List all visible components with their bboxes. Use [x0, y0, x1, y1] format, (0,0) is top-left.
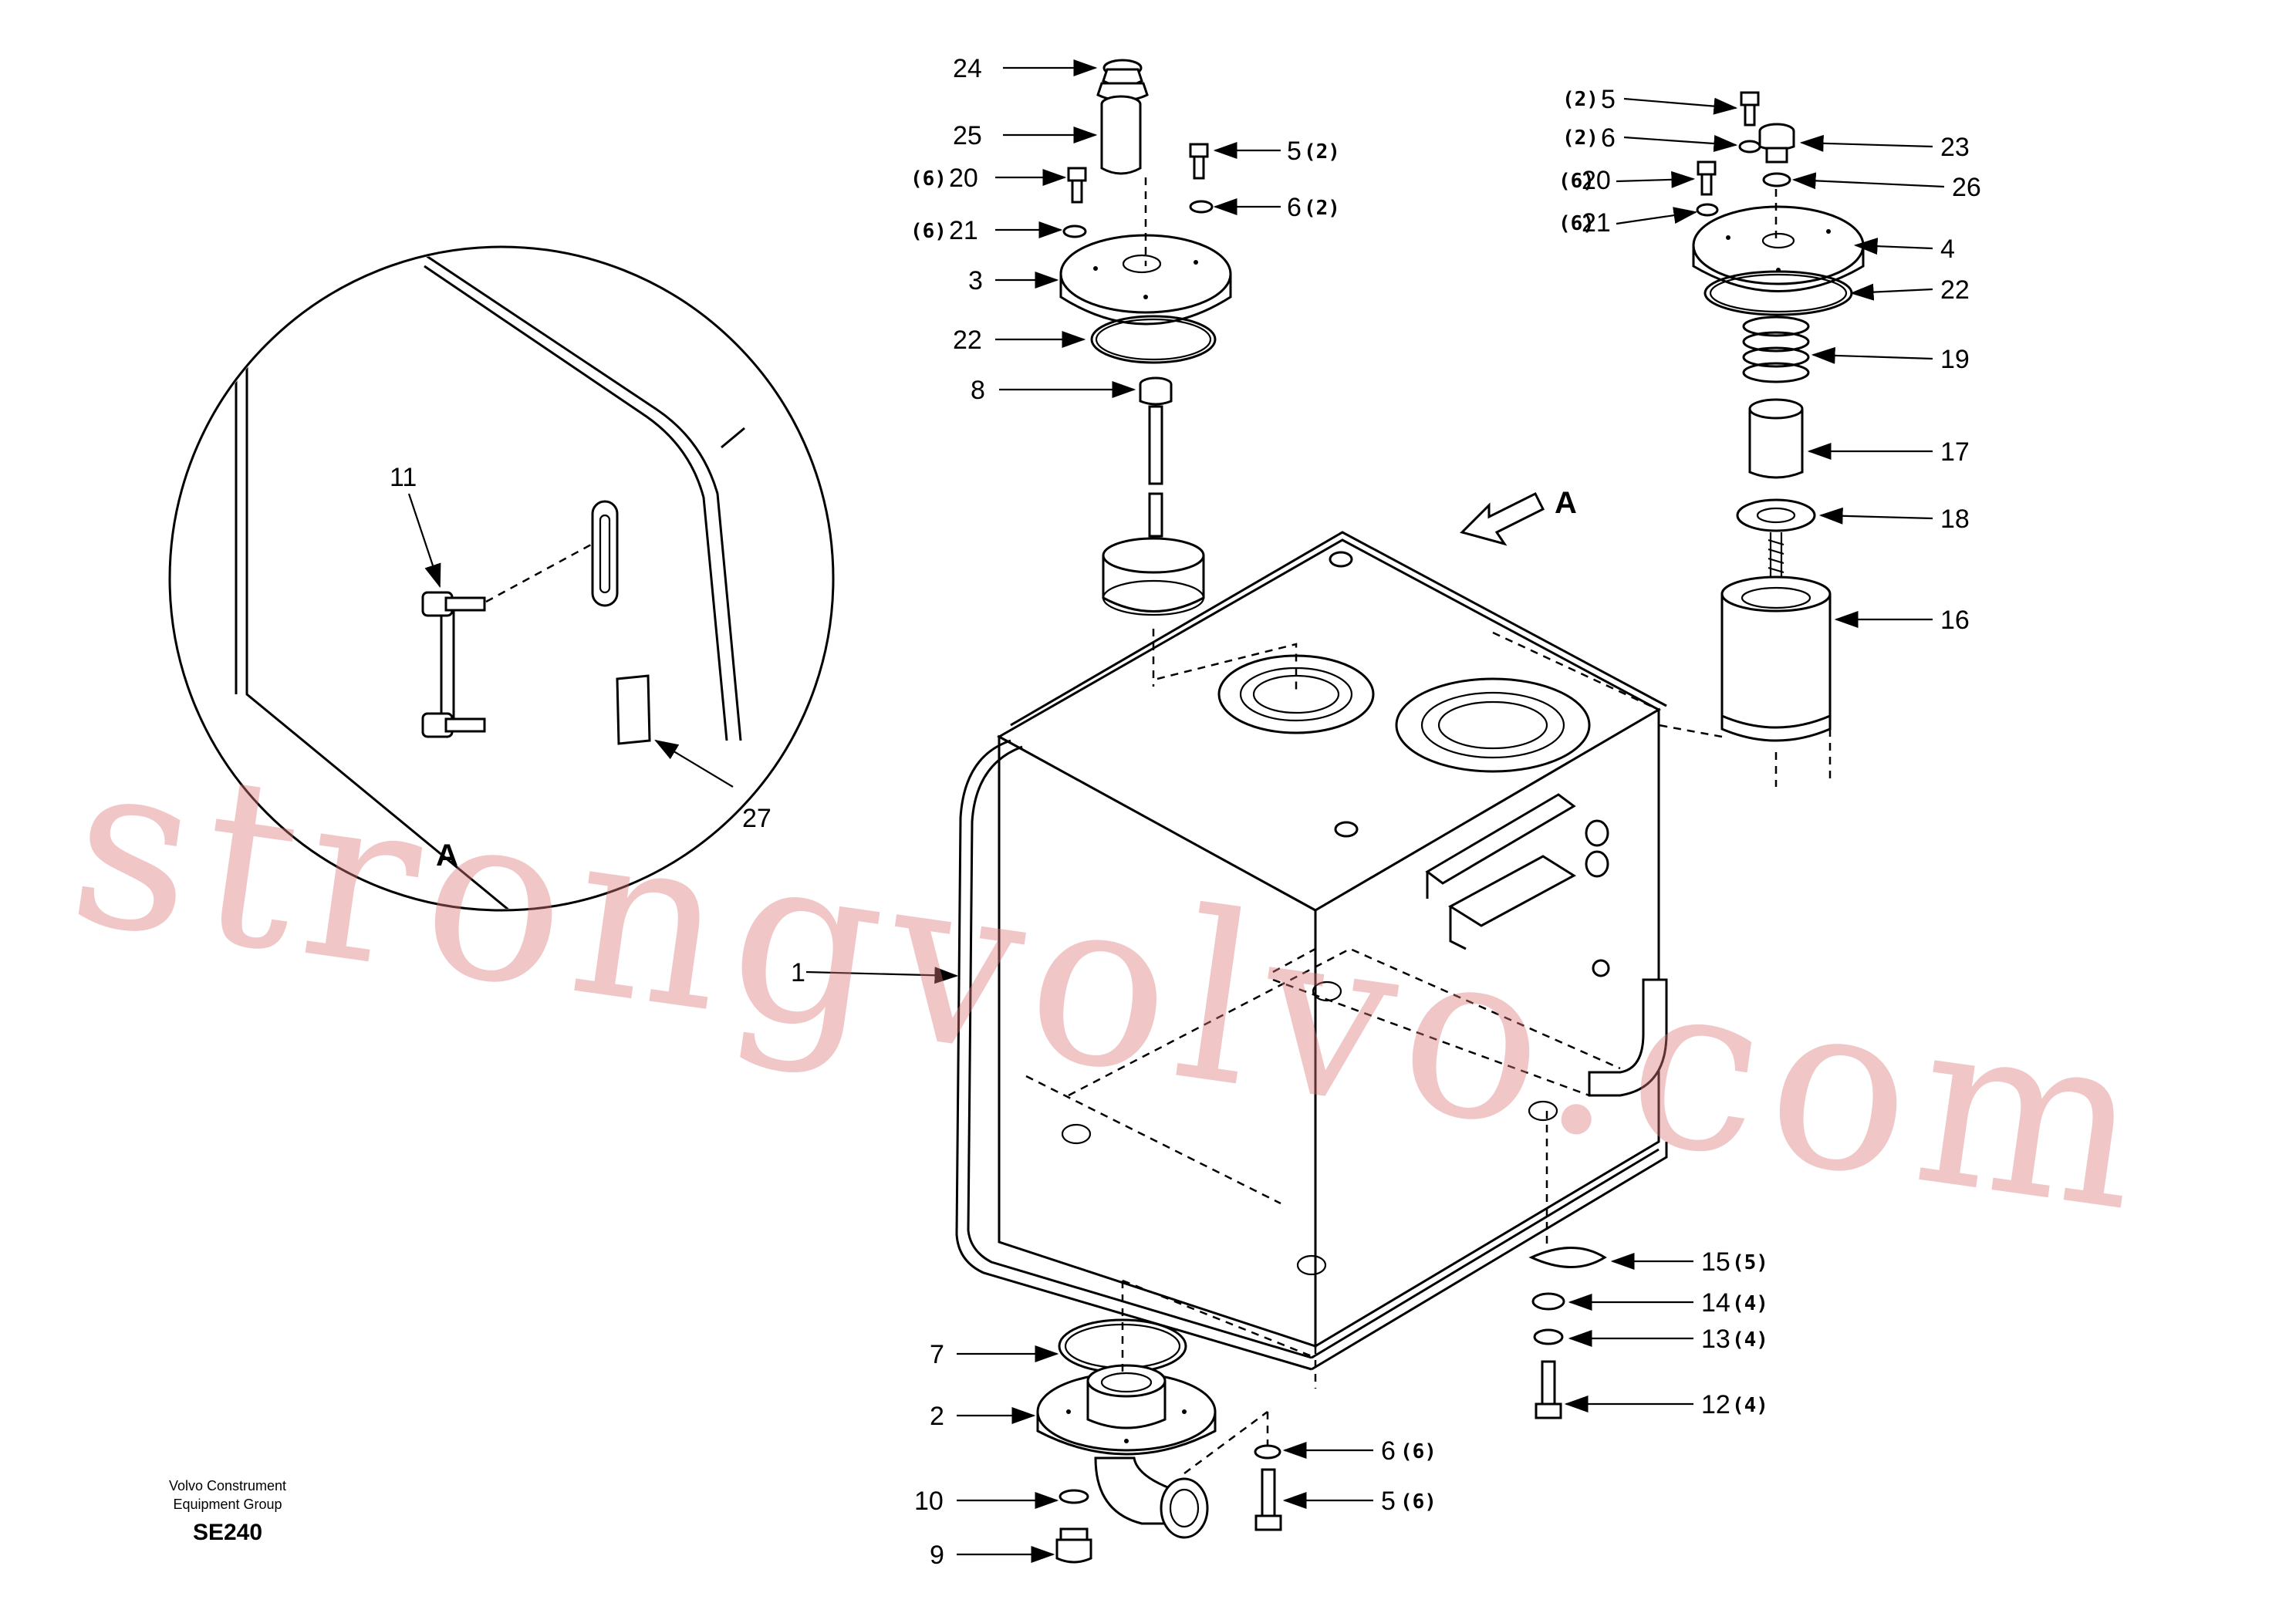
label-19: 19	[1940, 345, 1970, 374]
part-16-return-filter	[1720, 575, 1832, 742]
part-21-washer-right	[1696, 203, 1719, 217]
part-12-bolt	[1535, 1360, 1562, 1419]
part-25-breather-tube	[1100, 95, 1142, 175]
label-20-left: 20	[949, 164, 978, 193]
part-10-o-ring-drain	[1059, 1489, 1089, 1504]
label-27: 27	[742, 804, 772, 833]
label-6-top: 6	[1287, 193, 1302, 222]
part-22-o-ring-left	[1090, 315, 1217, 364]
label-8: 8	[971, 376, 985, 405]
label-7: 7	[930, 1340, 944, 1369]
label-21-right: 21	[1582, 208, 1611, 238]
brand-line-1: Volvo Construment	[169, 1478, 286, 1493]
label-17: 17	[1940, 437, 1970, 467]
brand-block: Volvo Construment Equipment Group SE240	[169, 1478, 286, 1545]
part-5-bolt-right	[1740, 91, 1760, 127]
part-5-bolt-bottom	[1254, 1468, 1282, 1531]
label-12: 12	[1701, 1390, 1730, 1419]
part-21-washer-left	[1062, 224, 1087, 238]
qty-6-bottom: (6)	[1400, 1440, 1437, 1463]
qty-21-right: (6)	[1558, 212, 1595, 235]
label-1: 1	[791, 958, 805, 987]
leader-arrows	[407, 59, 1945, 1563]
part-27-label-plate	[616, 674, 651, 745]
qty-5-right: (2)	[1562, 88, 1599, 111]
label-16: 16	[1940, 606, 1970, 635]
part-17-spacer	[1748, 398, 1804, 479]
qty-21-left: (6)	[910, 220, 947, 243]
part-3-cover-plate	[1059, 234, 1232, 326]
label-4: 4	[1940, 235, 1955, 264]
label-18: 18	[1940, 505, 1970, 534]
label-2: 2	[930, 1402, 944, 1431]
part-6-washer-right	[1738, 140, 1761, 154]
part-2-suction-flange	[1036, 1364, 1217, 1539]
model-code: SE240	[193, 1520, 262, 1545]
qty-6-top: (2)	[1304, 197, 1340, 220]
detail-view-a	[168, 245, 835, 912]
qty-12: (4)	[1732, 1394, 1768, 1417]
label-5-top: 5	[1287, 137, 1302, 166]
level-gauge-slot	[591, 500, 619, 607]
label-5-right: 5	[1601, 85, 1616, 114]
view-arrow-a	[1460, 491, 1545, 546]
part-labels: 24 25 (6) 20 (6) 21 3 22 8 5 (2) 6 (2) (…	[390, 54, 1981, 1570]
part-26-o-ring-small	[1762, 172, 1791, 187]
label-6-bottom: 6	[1381, 1436, 1396, 1466]
part-15-shim	[1528, 1247, 1607, 1268]
label-13: 13	[1701, 1325, 1730, 1354]
brand-line-2: Equipment Group	[173, 1497, 282, 1512]
part-11-level-gauge	[421, 542, 593, 738]
qty-13: (4)	[1732, 1328, 1768, 1352]
label-22-left: 22	[953, 326, 982, 355]
part-6-washer-bottom	[1254, 1444, 1281, 1460]
label-11: 11	[390, 463, 417, 492]
qty-20-right: (6)	[1558, 170, 1595, 193]
qty-5-top: (2)	[1304, 140, 1340, 164]
part-6-washer-top	[1189, 200, 1214, 214]
label-20-right: 20	[1582, 166, 1611, 195]
part-20-bolt-left	[1067, 167, 1087, 204]
qty-14: (4)	[1732, 1292, 1768, 1315]
label-9: 9	[930, 1541, 944, 1570]
part-9-drain-plug	[1055, 1527, 1092, 1564]
label-6-right: 6	[1601, 123, 1616, 153]
part-19-spring	[1742, 316, 1810, 383]
label-24: 24	[953, 54, 982, 83]
label-22-right: 22	[1940, 275, 1970, 305]
part-18-valve-disc	[1736, 498, 1816, 586]
label-26: 26	[1952, 173, 1981, 202]
label-10: 10	[914, 1487, 944, 1516]
qty-6-right: (2)	[1562, 127, 1599, 150]
label-14: 14	[1701, 1288, 1730, 1318]
part-13-spring-washer	[1533, 1328, 1564, 1345]
label-15: 15	[1701, 1247, 1730, 1277]
part-24-breather-cap	[1096, 59, 1149, 102]
qty-20-left: (6)	[910, 167, 947, 191]
qty-15: (5)	[1732, 1251, 1768, 1274]
label-21-left: 21	[949, 216, 978, 245]
label-23: 23	[1940, 133, 1970, 162]
qty-5-bottom: (6)	[1400, 1490, 1437, 1514]
part-8-strainer-rod	[1102, 376, 1205, 616]
view-arrow-label: A	[1555, 486, 1577, 520]
part-20-bolt-right	[1697, 160, 1717, 196]
part-5-bolt-top	[1189, 143, 1209, 180]
label-5-bottom: 5	[1381, 1487, 1396, 1516]
label-25: 25	[953, 121, 982, 150]
part-23-plug	[1758, 123, 1795, 164]
detail-view-label: A	[436, 839, 458, 872]
part-4-cover-plate	[1692, 205, 1865, 292]
part-14-washer	[1531, 1292, 1565, 1311]
label-3: 3	[968, 266, 983, 295]
